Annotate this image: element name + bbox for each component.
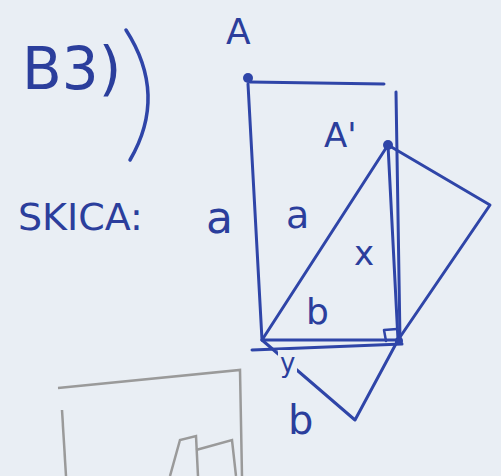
edge-label: x [354, 236, 374, 270]
folded-triangle [388, 145, 490, 340]
edge-label: y [278, 350, 297, 376]
pencil-line [170, 436, 198, 476]
sketch-heading: SKICA: [18, 198, 143, 236]
edge-label: a [206, 196, 233, 240]
problem-number: B3) [22, 40, 121, 98]
base-line [252, 344, 402, 350]
pencil-lines [58, 370, 242, 476]
right-angle-mark [384, 329, 397, 341]
ink-lines [126, 30, 490, 420]
point-a [243, 73, 253, 83]
bracket-stroke [126, 30, 148, 160]
edge-label: a [286, 196, 309, 234]
pencil-line [58, 370, 242, 476]
edge-label: b [306, 294, 329, 330]
point-label: A' [324, 118, 357, 152]
foot-point [395, 337, 403, 345]
triangle [262, 145, 398, 340]
bottom-triangle [262, 340, 398, 420]
pencil-line [62, 410, 66, 476]
left-edge [248, 84, 262, 340]
point-a-prime [383, 140, 393, 150]
edge-label: b [288, 400, 313, 440]
pencil-line [196, 440, 236, 476]
top-edge [250, 82, 384, 84]
point-label: A [226, 14, 251, 50]
